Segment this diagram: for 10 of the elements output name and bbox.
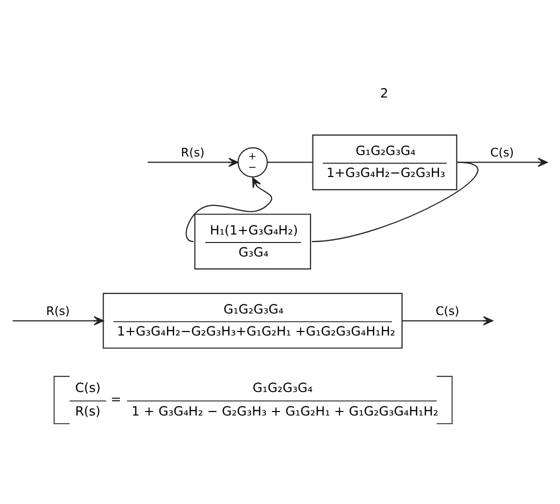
edge-label: R(s) [46, 303, 70, 318]
edge-label: C(s) [436, 303, 460, 318]
label: R(s) [75, 404, 101, 420]
label: G₁G₂G₃G₄ [252, 380, 313, 396]
edge-label: R(s) [180, 144, 205, 159]
label: C(s) [75, 380, 101, 396]
label: 1 + G₃G₄H₂ − G₂G₃H₃ + G₁G₂H₁ + G₁G₂G₃G₄H₁H₂ [132, 404, 438, 420]
label: 2 [380, 86, 388, 101]
label: = [110, 392, 122, 407]
edge-label: C(s) [490, 144, 514, 159]
